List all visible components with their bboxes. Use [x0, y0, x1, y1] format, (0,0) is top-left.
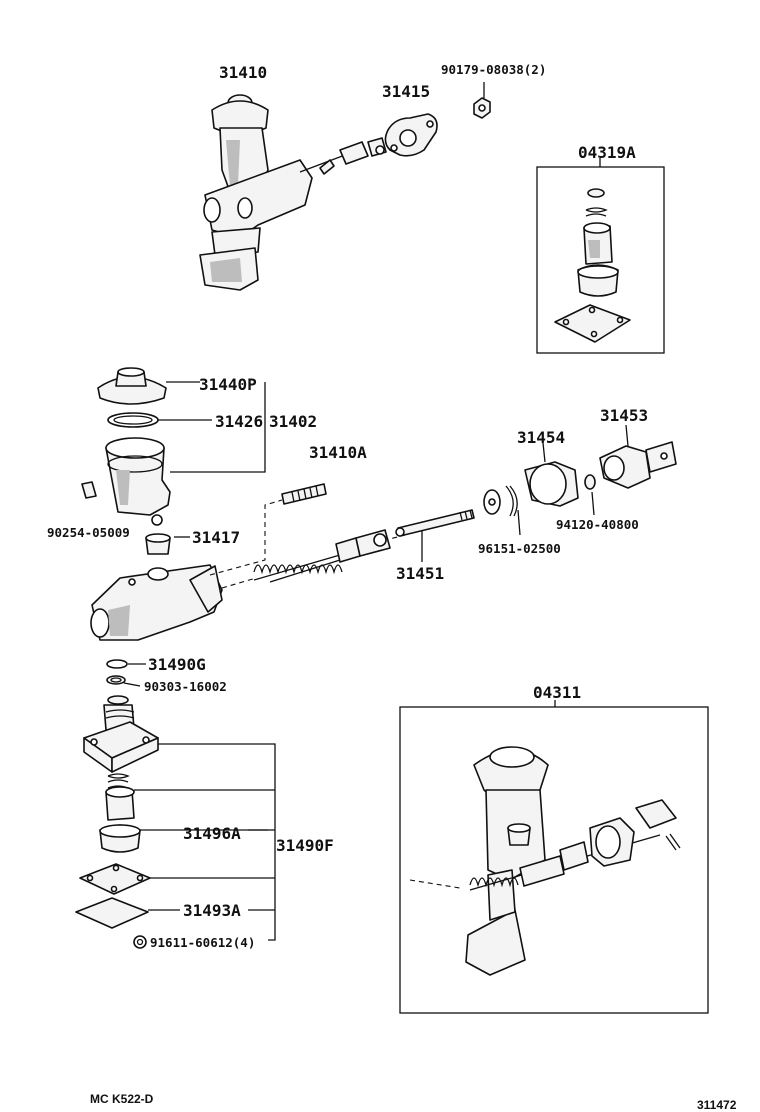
label-04319A: 04319A [578, 143, 636, 162]
stud-31410A-drawing [281, 483, 327, 505]
boot-and-clip-drawing [483, 442, 596, 536]
label-31417: 31417 [192, 528, 240, 547]
lower-cylinder-stack-drawing [75, 695, 276, 949]
label-31453: 31453 [600, 406, 648, 425]
label-31490F: 31490F [276, 836, 334, 855]
label-31496A: 31496A [183, 824, 241, 843]
model-code: MC K522-D [90, 1092, 154, 1106]
reservoir-parts-drawing [81, 367, 266, 555]
label-31490G: 31490G [148, 655, 206, 674]
label-94120-40800: 94120-40800 [556, 517, 639, 532]
kit-04311-box [399, 700, 709, 1014]
label-91611-60612: 91611-60612(4) [150, 935, 255, 950]
clevis-31453-drawing [599, 424, 677, 489]
label-31454: 31454 [517, 428, 565, 447]
rings-drawing [106, 659, 146, 687]
label-31410: 31410 [219, 63, 267, 82]
cylinder-body-drawing [90, 499, 406, 641]
kit-04319A-box [536, 158, 665, 354]
label-90303-16002: 90303-16002 [144, 679, 227, 694]
label-31440P: 31440P [199, 375, 257, 394]
label-31493A: 31493A [183, 901, 241, 920]
label-90179-08038: 90179-08038(2) [441, 62, 546, 77]
label-90254-05009: 90254-05009 [47, 525, 130, 540]
label-31402: 31402 [269, 412, 317, 431]
figure-number: 311472 [697, 1098, 737, 1112]
label-31426: 31426 [215, 412, 263, 431]
label-31410A: 31410A [309, 443, 367, 462]
label-04311: 04311 [533, 683, 581, 702]
piston-springs-drawing [253, 529, 391, 583]
gasket-31415-drawing [384, 113, 438, 157]
label-96151-02500: 96151-02500 [478, 541, 561, 556]
nut-90179-drawing [473, 82, 491, 119]
label-31415: 31415 [382, 82, 430, 101]
label-31451: 31451 [396, 564, 444, 583]
master-cylinder-assembly-drawing [199, 94, 387, 291]
push-rod-31451-drawing [395, 509, 475, 562]
